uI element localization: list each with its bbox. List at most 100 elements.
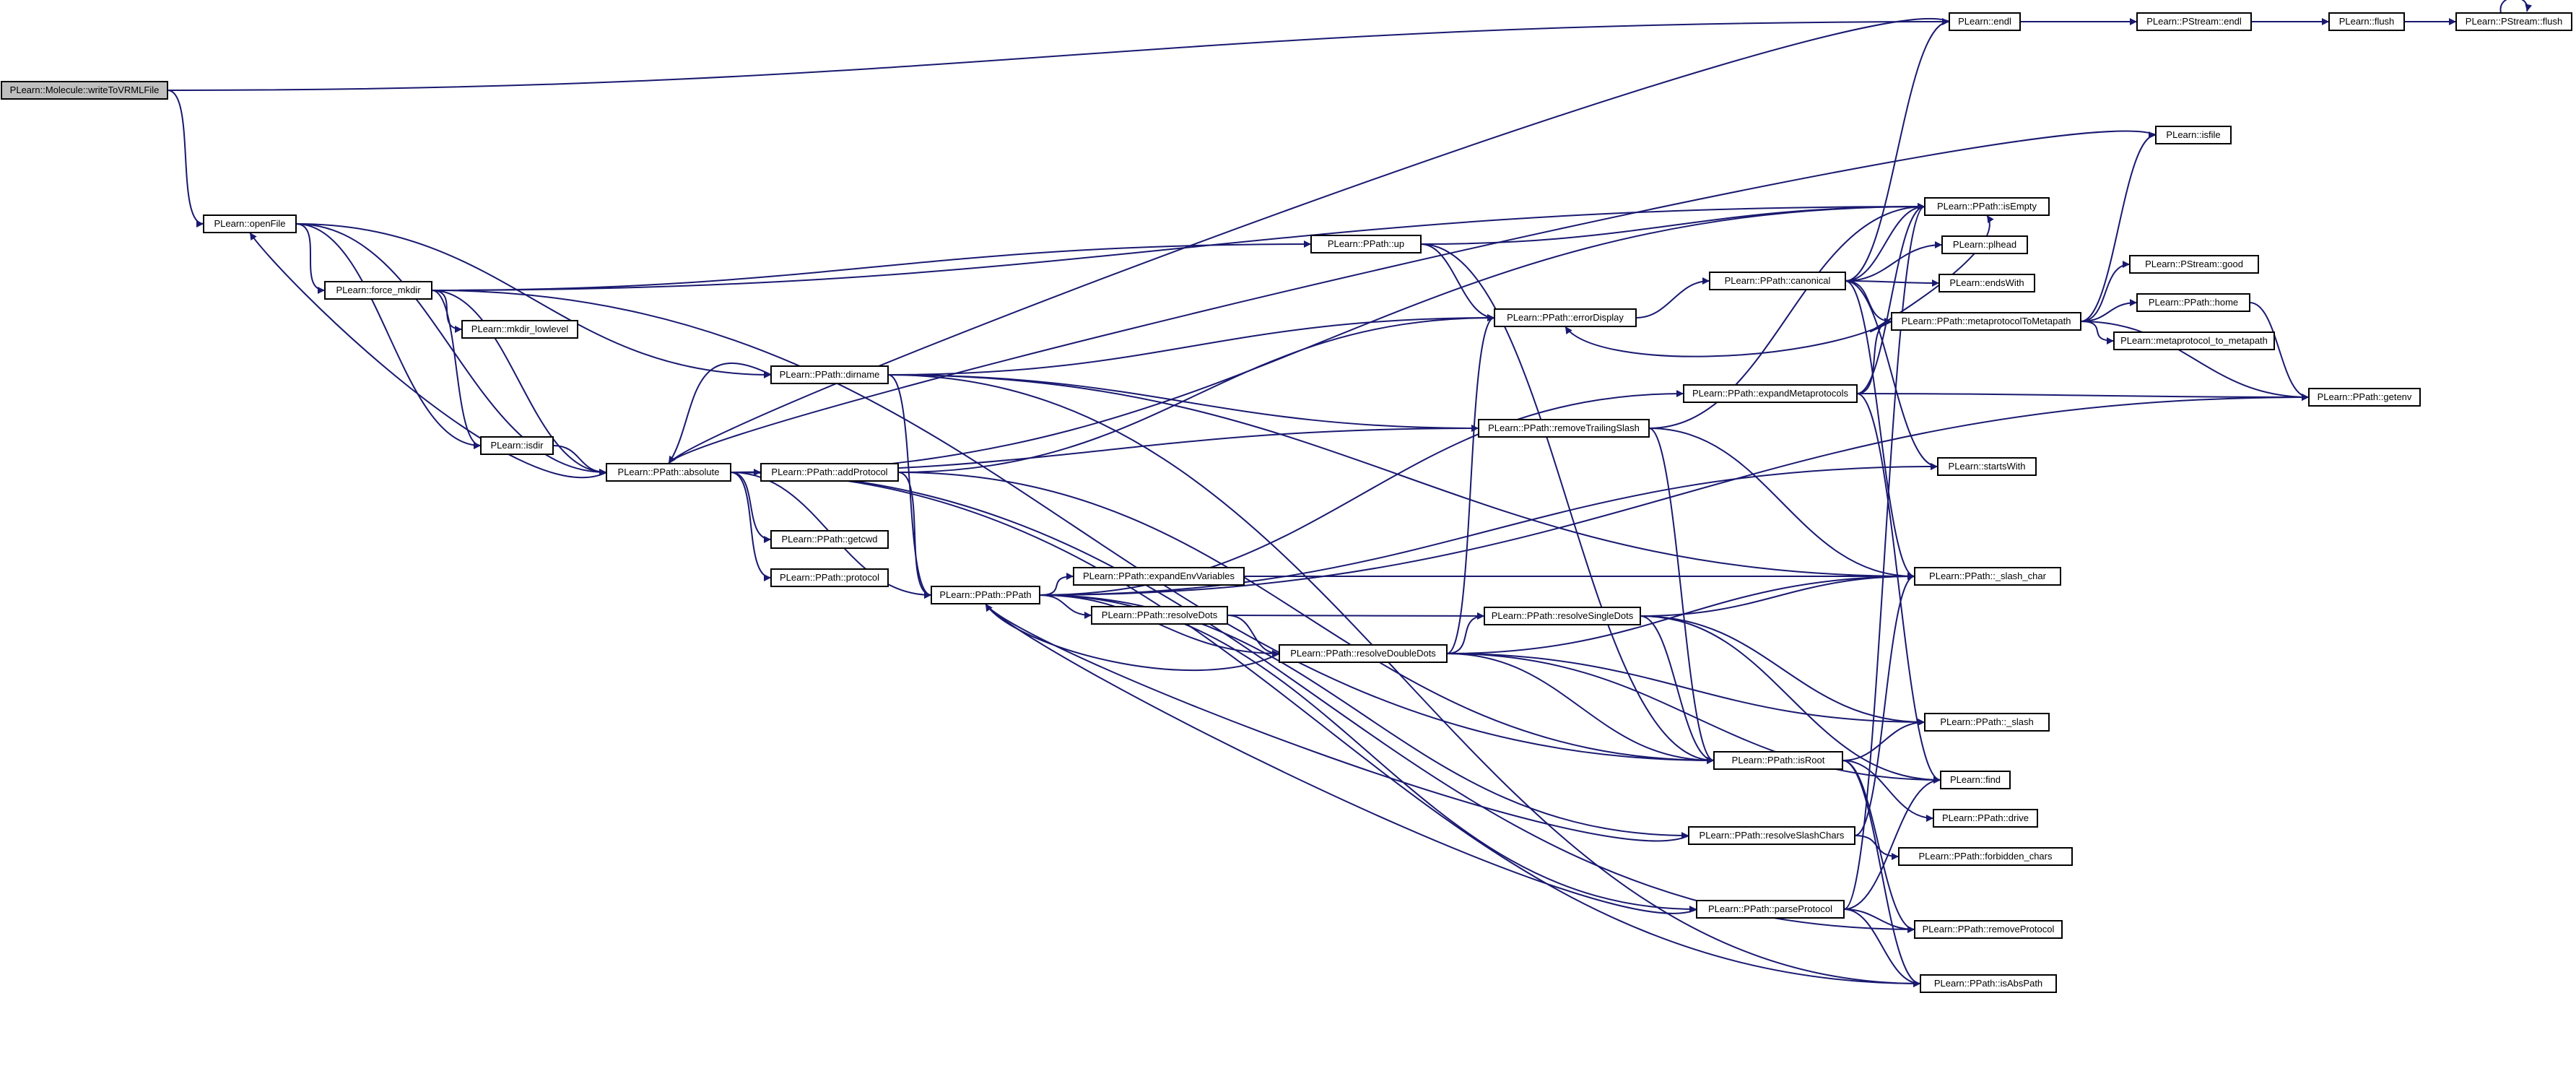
node-isdir[interactable]: PLearn::isdir xyxy=(480,436,554,455)
node-box xyxy=(2455,12,2572,31)
node-PStream_endl[interactable]: PLearn::PStream::endl xyxy=(2136,12,2252,31)
node-box xyxy=(1949,12,2021,31)
node-label: PLearn::PPath::resolveDots xyxy=(1102,610,1218,620)
node-label: PLearn::isfile xyxy=(2166,129,2220,140)
edge-resolveDoubleDots-to-resolveSingleDots xyxy=(1446,612,1485,654)
node-box xyxy=(1924,713,2050,732)
edge-isRoot-to-isAbsPath xyxy=(1842,760,1921,987)
node-label: PLearn::openFile xyxy=(214,218,285,229)
node-label: PLearn::PPath::isRoot xyxy=(1732,755,1825,766)
node-plhead[interactable]: PLearn::plhead xyxy=(1941,235,2028,254)
node-parseProtocol[interactable]: PLearn::PPath::parseProtocol xyxy=(1696,900,1845,919)
node-box xyxy=(1914,920,2063,939)
node-protocol[interactable]: PLearn::PPath::protocol xyxy=(770,568,889,587)
node-getcwd[interactable]: PLearn::PPath::getcwd xyxy=(770,530,889,549)
edge-absolute-to-protocol xyxy=(730,472,772,581)
node-dirname[interactable]: PLearn::PPath::dirname xyxy=(770,365,889,384)
node-removeProtocol[interactable]: PLearn::PPath::removeProtocol xyxy=(1914,920,2063,939)
edge-isRoot-to-drive xyxy=(1842,760,1934,822)
node-errorDisplay[interactable]: PLearn::PPath::errorDisplay xyxy=(1494,308,1637,327)
node-resolveDoubleDots[interactable]: PLearn::PPath::resolveDoubleDots xyxy=(1279,644,1448,663)
node-box xyxy=(1310,235,1422,253)
node-resolveDots[interactable]: PLearn::PPath::resolveDots xyxy=(1091,606,1228,625)
node-box xyxy=(760,463,899,482)
edge-force_mkdir-to-up xyxy=(431,240,1312,291)
node-box xyxy=(480,436,554,455)
node-box xyxy=(1688,826,1855,845)
edge-openFile-to-force_mkdir xyxy=(295,223,326,294)
node-label: PLearn::force_mkdir xyxy=(336,285,421,295)
node-drive[interactable]: PLearn::PPath::drive xyxy=(1933,809,2038,828)
node-PStream_good[interactable]: PLearn::PStream::good xyxy=(2129,255,2259,274)
node-label: PLearn::PPath::forbidden_chars xyxy=(1918,851,2053,862)
node-label: PLearn::PStream::endl xyxy=(2146,16,2242,27)
node-getenv[interactable]: PLearn::PPath::getenv xyxy=(2308,388,2421,407)
node-box xyxy=(2328,12,2405,31)
node-label: PLearn::endsWith xyxy=(1949,277,2024,288)
edge-openFile-to-absolute xyxy=(295,223,607,476)
node-box xyxy=(1941,235,2028,254)
edge-force_mkdir-to-absolute xyxy=(431,290,607,476)
node-endl[interactable]: PLearn::endl xyxy=(1949,12,2021,31)
edge-parseProtocol-to-isEmpty xyxy=(1843,203,1926,910)
node-writeToVRMLFile[interactable]: PLearn::Molecule::writeToVRMLFile xyxy=(1,81,168,100)
node-label: PLearn::PPath::expandEnvVariables xyxy=(1083,571,1235,581)
node-box xyxy=(770,568,889,587)
node-forbidden_chars[interactable]: PLearn::PPath::forbidden_chars xyxy=(1898,847,2073,866)
node-label: PLearn::PPath::drive xyxy=(1942,812,2029,823)
node-label: PLearn::isdir xyxy=(491,440,544,451)
node-removeTrailingSlash[interactable]: PLearn::PPath::removeTrailingSlash xyxy=(1478,419,1650,438)
node-label: PLearn::PPath::getcwd xyxy=(782,534,878,545)
node-label: PLearn::PStream::good xyxy=(2145,259,2243,269)
node-metaprotocol_to_metapath[interactable]: PLearn::metaprotocol_to_metapath xyxy=(2113,331,2275,350)
node-expandEnvVariables[interactable]: PLearn::PPath::expandEnvVariables xyxy=(1073,567,1245,586)
edge-dirname-to-errorDisplay xyxy=(887,314,1495,376)
node-label: PLearn::Molecule::writeToVRMLFile xyxy=(10,84,160,95)
node-find[interactable]: PLearn::find xyxy=(1940,771,2011,789)
node-slash[interactable]: PLearn::PPath::_slash xyxy=(1924,713,2050,732)
node-addProtocol[interactable]: PLearn::PPath::addProtocol xyxy=(760,463,899,482)
node-metaprotocolToMetapath[interactable]: PLearn::PPath::metaprotocolToMetapath xyxy=(1891,312,2081,331)
node-isEmpty[interactable]: PLearn::PPath::isEmpty xyxy=(1924,197,2050,216)
edge-writeToVRMLFile-to-endl xyxy=(167,18,1950,91)
node-box xyxy=(1891,312,2081,331)
edge-absolute-to-getcwd xyxy=(730,472,772,543)
edge-home-to-getenv xyxy=(2249,302,2310,401)
edge-openFile-to-dirname xyxy=(295,223,772,378)
node-PPath[interactable]: PLearn::PPath::PPath xyxy=(931,586,1040,604)
node-expandMetaprotocols[interactable]: PLearn::PPath::expandMetaprotocols xyxy=(1683,384,1858,403)
node-resolveSlashChars[interactable]: PLearn::PPath::resolveSlashChars xyxy=(1688,826,1855,845)
node-absolute[interactable]: PLearn::PPath::absolute xyxy=(606,463,731,482)
node-box xyxy=(1938,274,2035,292)
node-box xyxy=(1940,771,2011,789)
node-isAbsPath[interactable]: PLearn::PPath::isAbsPath xyxy=(1920,974,2057,993)
node-box xyxy=(1920,974,2057,993)
edge-parseProtocol-to-removeProtocol xyxy=(1843,909,1915,933)
edge-resolveDots-to-resolveDoubleDots xyxy=(1227,615,1280,657)
node-openFile[interactable]: PLearn::openFile xyxy=(203,214,297,233)
node-up[interactable]: PLearn::PPath::up xyxy=(1310,235,1422,253)
node-flush[interactable]: PLearn::flush xyxy=(2328,12,2405,31)
node-mkdir_lowlevel[interactable]: PLearn::mkdir_lowlevel xyxy=(461,320,578,339)
node-resolveSingleDots[interactable]: PLearn::PPath::resolveSingleDots xyxy=(1484,607,1641,625)
edge-parseProtocol-to-PPath xyxy=(985,603,1697,914)
node-label: PLearn::find xyxy=(1950,774,2001,785)
node-label: PLearn::PPath::PPath xyxy=(939,589,1031,600)
node-home[interactable]: PLearn::PPath::home xyxy=(2136,293,2250,312)
node-endsWith[interactable]: PLearn::endsWith xyxy=(1938,274,2035,292)
node-slash_char[interactable]: PLearn::PPath::_slash_char xyxy=(1914,567,2061,586)
node-PStream_flush[interactable]: PLearn::PStream::flush xyxy=(2455,12,2572,31)
node-isfile[interactable]: PLearn::isfile xyxy=(2155,126,2232,144)
node-startsWith[interactable]: PLearn::startsWith xyxy=(1937,457,2037,476)
edge-dirname-to-isAbsPath xyxy=(887,374,1921,987)
edge-writeToVRMLFile-to-openFile xyxy=(167,90,204,227)
edge-metaprotocolToMetapath-to-PStream_good xyxy=(2080,261,2131,322)
node-canonical[interactable]: PLearn::PPath::canonical xyxy=(1709,272,1846,290)
edge-resolveDoubleDots-to-slash xyxy=(1446,653,1926,726)
edge-isdir-to-absolute xyxy=(552,445,607,476)
node-isRoot[interactable]: PLearn::PPath::isRoot xyxy=(1713,751,1843,770)
node-force_mkdir[interactable]: PLearn::force_mkdir xyxy=(324,281,432,300)
edge-resolveSingleDots-to-slash xyxy=(1640,615,1926,726)
node-box xyxy=(461,320,578,339)
